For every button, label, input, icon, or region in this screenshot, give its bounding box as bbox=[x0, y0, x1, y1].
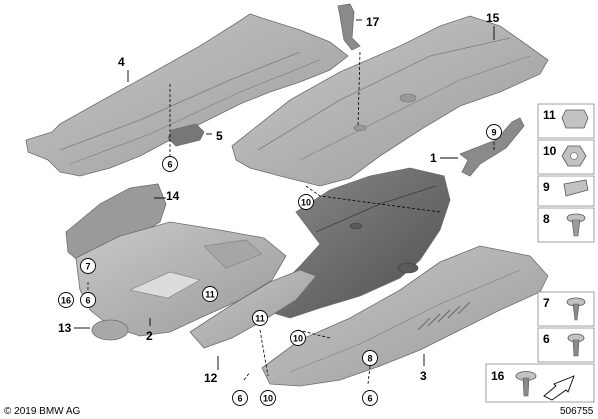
callout-12: 12 bbox=[204, 371, 218, 385]
callout-17: 17 bbox=[366, 15, 380, 29]
svg-text:7: 7 bbox=[543, 296, 550, 310]
circle-6b: 6 bbox=[80, 292, 96, 308]
svg-text:8: 8 bbox=[543, 212, 550, 226]
document-number: 506755 bbox=[560, 406, 594, 417]
svg-text:16: 16 bbox=[61, 296, 71, 306]
circle-8: 8 bbox=[362, 350, 378, 366]
svg-text:10: 10 bbox=[263, 394, 273, 404]
bracket-17 bbox=[337, 3, 361, 51]
spring-nut-icon bbox=[563, 179, 589, 197]
legend-panel-7: 7 bbox=[537, 291, 595, 327]
legend-panel-10: 10 bbox=[537, 139, 595, 175]
underbody-panel-front-left bbox=[25, 13, 349, 177]
leader-lines bbox=[74, 19, 495, 385]
svg-text:6: 6 bbox=[85, 296, 90, 306]
svg-text:6: 6 bbox=[543, 332, 550, 346]
svg-text:16: 16 bbox=[491, 369, 505, 383]
circle-11b: 11 bbox=[252, 310, 268, 326]
svg-text:11: 11 bbox=[543, 108, 556, 122]
svg-text:7: 7 bbox=[85, 262, 90, 272]
direction-arrow-icon bbox=[543, 375, 575, 401]
legend-panel-9: 9 bbox=[537, 175, 595, 207]
circle-7: 7 bbox=[80, 258, 96, 274]
callout-5: 5 bbox=[216, 129, 223, 143]
circle-6d: 6 bbox=[362, 390, 378, 406]
legend-panel-16: 16 bbox=[485, 363, 595, 403]
svg-text:8: 8 bbox=[367, 354, 372, 364]
circle-6a: 6 bbox=[162, 156, 178, 172]
svg-text:11: 11 bbox=[205, 290, 215, 300]
circle-16: 16 bbox=[58, 292, 74, 308]
round-cover-13 bbox=[91, 319, 129, 341]
svg-text:10: 10 bbox=[293, 334, 303, 344]
callout-14: 14 bbox=[166, 189, 180, 203]
underbody-panel-front-center bbox=[75, 221, 287, 337]
circle-10a: 10 bbox=[298, 194, 314, 210]
svg-text:11: 11 bbox=[255, 314, 265, 324]
callout-3: 3 bbox=[420, 369, 427, 383]
circle-10c: 10 bbox=[260, 390, 276, 406]
copyright-text: © 2019 BMW AG bbox=[4, 406, 81, 417]
circle-11a: 11 bbox=[202, 286, 218, 302]
bracket-5 bbox=[167, 123, 205, 147]
legend-panel-8: 8 bbox=[537, 207, 595, 243]
circle-6c: 6 bbox=[232, 390, 248, 406]
svg-text:9: 9 bbox=[543, 180, 550, 194]
callout-4: 4 bbox=[118, 55, 125, 69]
legend-panel-6: 6 bbox=[537, 327, 595, 363]
underbody-panel-rear bbox=[231, 15, 549, 187]
clip-nut-icon bbox=[561, 109, 589, 129]
legend-panel-11: 11 bbox=[537, 103, 595, 139]
svg-text:6: 6 bbox=[167, 160, 172, 170]
svg-text:10: 10 bbox=[301, 198, 311, 208]
circle-9: 9 bbox=[486, 124, 502, 140]
svg-text:9: 9 bbox=[491, 128, 496, 138]
svg-text:6: 6 bbox=[367, 394, 372, 404]
callout-13: 13 bbox=[58, 321, 72, 335]
circle-10b: 10 bbox=[290, 330, 306, 346]
center-strip-12 bbox=[189, 269, 317, 349]
callout-15: 15 bbox=[486, 11, 500, 25]
bracket-1 bbox=[459, 117, 525, 177]
svg-text:6: 6 bbox=[237, 394, 242, 404]
callout-1: 1 bbox=[430, 151, 437, 165]
callout-2: 2 bbox=[146, 329, 153, 343]
svg-text:10: 10 bbox=[543, 144, 557, 158]
